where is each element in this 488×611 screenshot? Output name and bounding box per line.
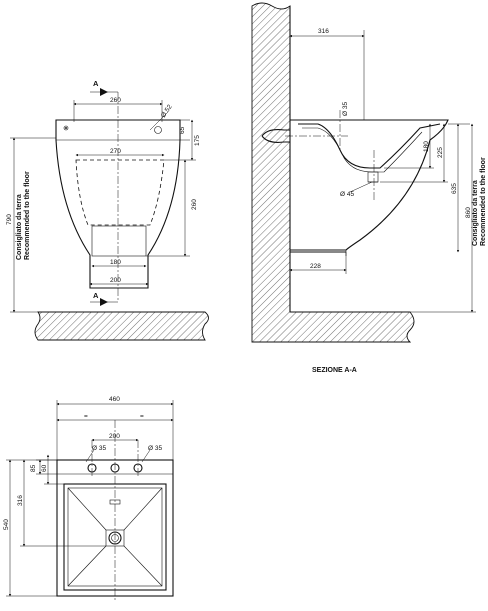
front-dim-total-height: 790 (6, 214, 13, 225)
front-dim-inner-width: 270 (110, 148, 121, 155)
section-dim-height-d: 860 (465, 207, 472, 218)
section-note-line2: Recommended to the floor (480, 157, 487, 246)
section-wall-floor (251, 2, 415, 343)
front-floor (34, 311, 209, 341)
front-dim-bottom-inner: 180 (110, 259, 121, 266)
front-dim-inner-height: 260 (191, 199, 198, 210)
plan-dim-tap-spacing: 200 (109, 433, 120, 440)
section-view: 316 Ø 35 180 225 Ø 45 635 860 Consigliat… (251, 2, 487, 374)
plan-dim-depth-total: 540 (3, 519, 10, 530)
front-base (91, 225, 147, 257)
plan-dim-tap-right: Ø 35 (148, 445, 162, 452)
front-section-marker-bottom: A (93, 291, 99, 300)
plan-dim-width: 460 (109, 396, 120, 403)
section-dim-height-a: 180 (423, 141, 430, 152)
section-dim-bottom-depth: 228 (310, 263, 321, 270)
front-note-line1: Consigliato da terra (16, 194, 23, 260)
section-basin-inner (298, 123, 441, 169)
front-dim-top-width: 260 (110, 97, 121, 104)
plan-dim-depth-b: 60 (41, 464, 48, 472)
section-basin-outline (290, 119, 449, 251)
front-section-marker-top: A (93, 79, 99, 88)
front-dim-small-right: 65 (179, 126, 186, 134)
section-title: SEZIONE A-A (312, 367, 357, 374)
section-dim-drain: Ø 45 (340, 191, 354, 198)
front-dim-bottom-outer: 200 (110, 277, 121, 284)
front-dim-right-height: 175 (194, 135, 201, 146)
section-dim-height-c: 635 (451, 183, 458, 194)
section-dim-top-depth: 316 (318, 28, 329, 35)
plan-dim-depth-a: 85 (30, 464, 37, 472)
plan-dim-tap-left: Ø 35 (92, 445, 106, 452)
front-view: A A 260 Ø 52 65 175 270 260 180 200 (6, 79, 209, 341)
section-dim-hole: Ø 35 (342, 102, 349, 116)
plan-dim-depth-c: 316 (17, 495, 24, 506)
section-dim-height-b: 225 (437, 147, 444, 158)
plan-dim-left-equal: = (84, 413, 88, 420)
plan-view: 460 = = 200 Ø 35 Ø 35 85 60 316 540 (3, 396, 174, 600)
front-inner-basin (75, 159, 165, 226)
plan-dim-right-equal: = (140, 413, 144, 420)
front-bowl-outline (55, 119, 181, 289)
front-note-line2: Recommended to the floor (24, 171, 31, 260)
section-note-line1: Consigliato da terra (472, 180, 479, 246)
